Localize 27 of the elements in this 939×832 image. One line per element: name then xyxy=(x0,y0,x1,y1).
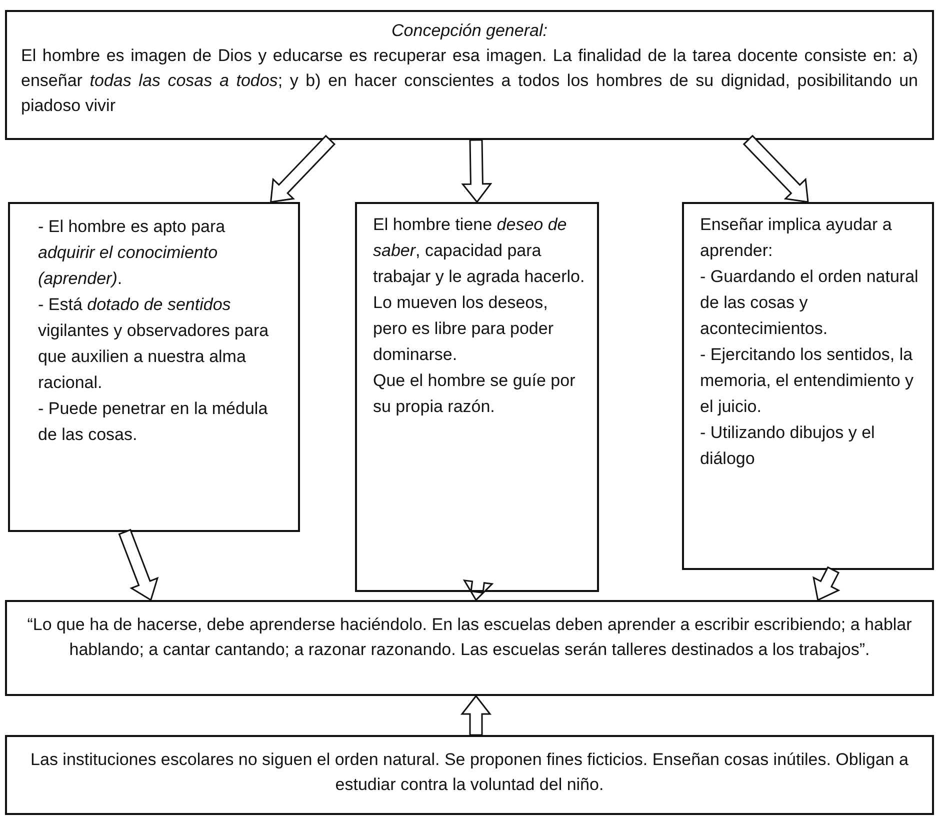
critique-box xyxy=(5,735,934,815)
paragraph: Lo mueven los deseos, pero es libre para poder dominarse. xyxy=(373,292,555,366)
block-arrow xyxy=(460,694,492,736)
paragraph: - Ejercitando los sentidos, la memoria, el entendimiento y el juicio. xyxy=(700,344,915,418)
quote-box xyxy=(5,600,934,696)
concept-box xyxy=(5,10,934,140)
block-arrow xyxy=(461,139,492,204)
paragraph: El hombre es imagen de Dios y educarse es recuperar esa imagen. La finalidad de la tarea docente consiste en: a) enseñar todas las cosas a todos; y b) en hacer conscientes a todos los hombres de su dignidad, posibilitando un piadoso vivir xyxy=(21,45,918,117)
text-box xyxy=(682,202,934,570)
heading: Concepción general: xyxy=(390,20,548,42)
paragraph: El hombre tiene deseo de saber, capacidad para trabajar y le agrada hacerlo. xyxy=(373,214,585,288)
paragraph: - El hombre es apto para adquirir el conocimiento (aprender). xyxy=(38,216,226,290)
paragraph: Las instituciones escolares no siguen el orden natural. Se proponen fines ficticios. Enseñan cosas inútiles. Obligan a estudiar contra la voluntad del niño. xyxy=(30,749,910,796)
paragraph: Que el hombre se guíe por su propia razón. xyxy=(373,370,576,418)
block-arrow xyxy=(812,566,840,602)
text-box xyxy=(355,202,599,592)
block-arrow xyxy=(118,528,159,602)
block-arrow xyxy=(462,579,494,602)
block-arrow xyxy=(270,134,336,203)
paragraph: - Puede penetrar en la médula de las cosas. xyxy=(38,398,269,446)
paragraph: - Guardando el orden natural de las cosas y acontecimientos. xyxy=(700,266,920,340)
text-box xyxy=(8,202,300,532)
paragraph: - Utilizando dibujos y el diálogo xyxy=(700,422,876,470)
paragraph: Enseñar implica ayudar a aprender: xyxy=(700,214,893,262)
paragraph: “Lo que ha de hacerse, debe aprenderse haciéndolo. En las escuelas deben aprender a escribir escribiendo; a hablar hablando; a cantar cantando; a razonar razonando. Las escuelas serán talleres destinados a los trabajos”. xyxy=(27,614,912,661)
paragraph: - Está dotado de sentidos vigilantes y observadores para que auxilien a nuestra alma racional. xyxy=(38,294,270,394)
block-arrow xyxy=(742,134,809,203)
